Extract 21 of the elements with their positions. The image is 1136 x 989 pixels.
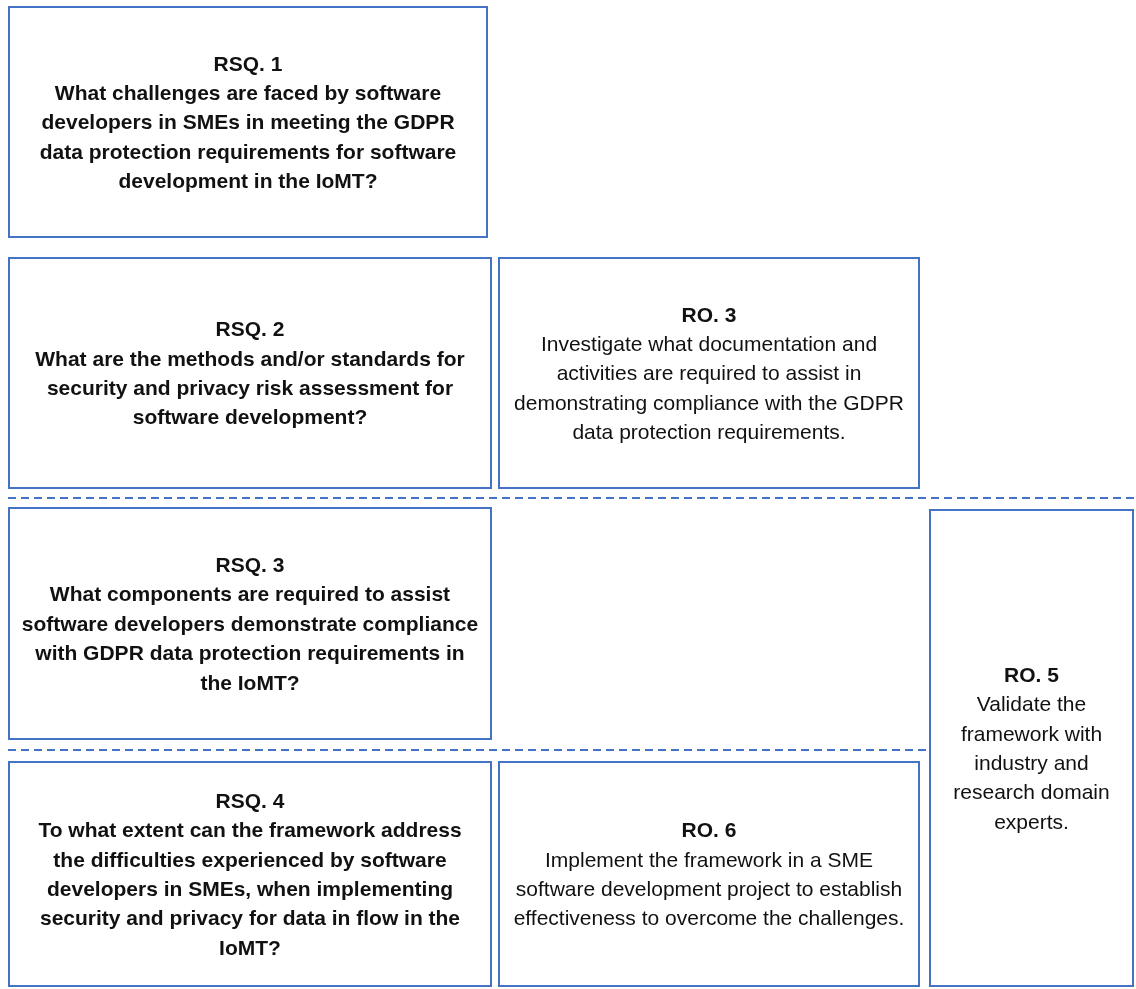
box-text: To what extent can the framework address the difficulties experienced by software developers in SMEs, when implementing security and privacy for data in flow in the IoMT? xyxy=(37,817,463,961)
objective-box xyxy=(498,257,920,489)
question-box xyxy=(8,6,488,238)
box-text: What are the methods and/or standards for security and privacy risk assessment for software development? xyxy=(34,345,466,431)
box-text: What components are required to assist software developers demonstrate compliance with GDPR data protection requirements in the IoMT? xyxy=(20,581,480,696)
box-text: Implement the framework in a SME software development project to establish effectiveness to overcome the challenges. xyxy=(512,846,906,932)
question-box xyxy=(8,507,492,740)
box-text: What challenges are faced by software developers in SMEs in meeting the GDPR data protection requirements for software development in the IoMT? xyxy=(38,79,458,195)
box-text: Investigate what documentation and activities are required to assist in demonstrating compliance with the GDPR data protection requirements. xyxy=(513,330,905,446)
question-box xyxy=(8,761,492,987)
box-heading: RO. 3 xyxy=(680,301,738,328)
question-box xyxy=(8,257,492,489)
box-text: Validate the framework with industry and research domain experts. xyxy=(952,691,1111,835)
box-heading: RSQ. 4 xyxy=(214,787,286,814)
objective-box xyxy=(498,761,920,987)
box-heading: RSQ. 2 xyxy=(214,316,286,343)
box-heading: RO. 6 xyxy=(680,817,738,844)
box-heading: RSQ. 1 xyxy=(212,50,284,77)
objective-box xyxy=(929,509,1134,987)
box-heading: RSQ. 3 xyxy=(214,552,286,578)
box-heading: RO. 5 xyxy=(1003,661,1060,688)
